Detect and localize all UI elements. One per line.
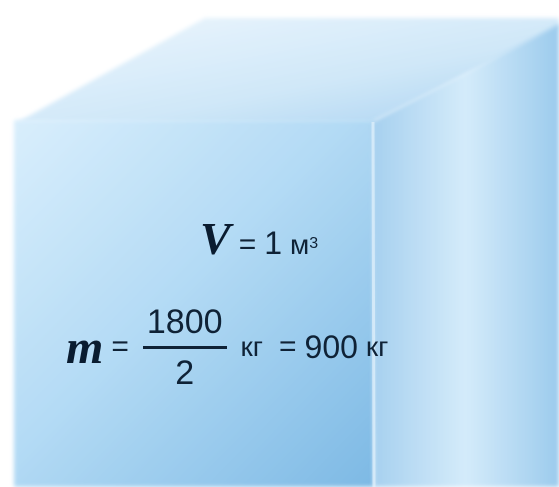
mass-unit-1: кг	[240, 331, 263, 362]
fraction-denominator: 2	[175, 353, 195, 392]
mass-symbol: m	[66, 320, 104, 374]
fraction-numerator: 1800	[146, 302, 223, 341]
cube-front-face	[14, 120, 374, 487]
fraction-bar	[142, 345, 227, 349]
mass-equals: =	[111, 330, 129, 363]
volume-formula: V = 1 м 3	[200, 212, 318, 272]
mass-unit-2: кг	[365, 331, 389, 362]
volume-equals: =	[238, 228, 257, 261]
volume-exponent: 3	[309, 235, 319, 252]
mass-fraction: 1800 2	[142, 300, 227, 395]
volume-symbol: V	[200, 213, 231, 264]
mass-formula: m = 1800 2 кг = 900 кг	[66, 292, 388, 402]
cube-top-face	[18, 18, 559, 122]
mass-equals-2: =	[278, 330, 297, 363]
cube-side-face	[372, 24, 559, 487]
volume-unit: м	[290, 229, 310, 260]
mass-result: 900	[304, 328, 358, 365]
volume-value: 1	[264, 225, 283, 261]
cube-edge	[371, 121, 376, 487]
